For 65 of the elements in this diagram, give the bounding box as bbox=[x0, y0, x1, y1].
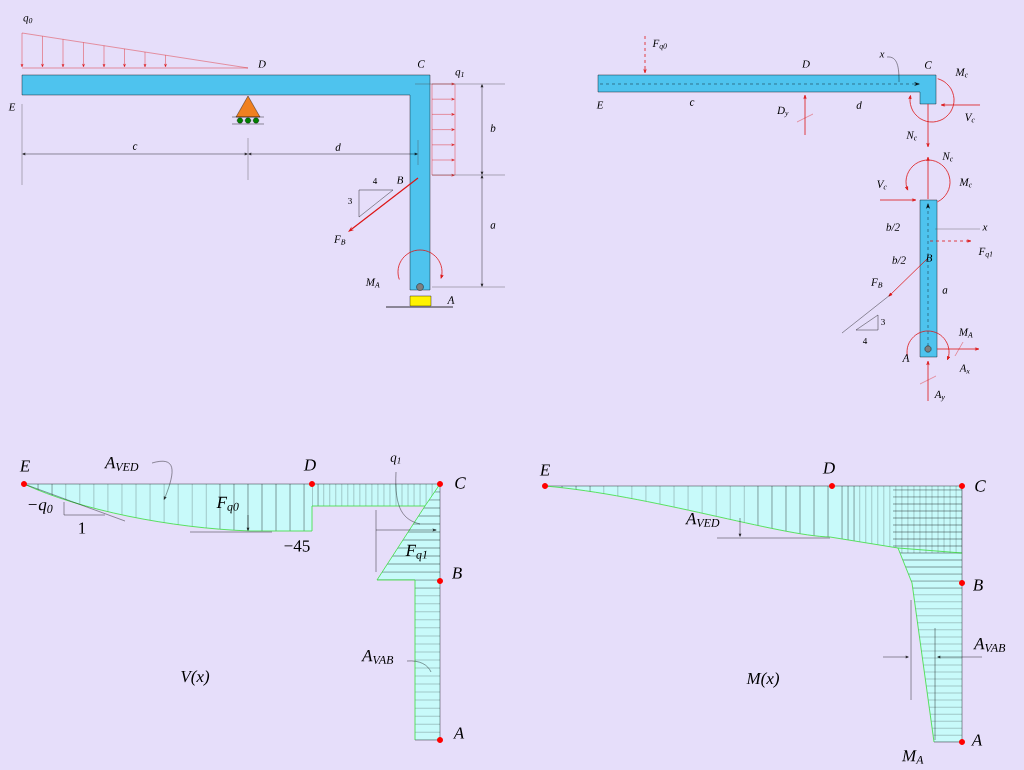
area-label: A$_{VED}$ bbox=[685, 513, 720, 527]
force-label: A$_{x}$ bbox=[959, 364, 970, 374]
point-label: C bbox=[455, 477, 466, 489]
moment-label: M$_{A}$ bbox=[958, 328, 973, 338]
point-label: E bbox=[19, 460, 30, 472]
point-label: C bbox=[417, 60, 425, 68]
area-label: A$_{VAB}$ bbox=[973, 638, 1006, 652]
point-label: A bbox=[970, 734, 983, 746]
slope-number: 4 bbox=[372, 178, 378, 184]
area-label: A$_{VAB}$ bbox=[361, 650, 394, 664]
point-label: D bbox=[257, 60, 266, 68]
force-label: D$_{y}$ bbox=[776, 106, 789, 118]
force-label: F$_{B}$ bbox=[871, 278, 883, 288]
moment-label: M$_{A}$ bbox=[901, 750, 924, 764]
dimension-label: d bbox=[335, 143, 341, 151]
slope-number: 3 bbox=[881, 319, 885, 326]
point-label: A bbox=[902, 354, 910, 362]
point-label: B bbox=[396, 176, 404, 184]
dimension-label: d bbox=[856, 101, 862, 109]
area-label: A$_{VED}$ bbox=[104, 457, 139, 471]
point-label: B bbox=[925, 254, 933, 262]
point-label: D bbox=[822, 462, 835, 474]
force-label: N$_{c}$ bbox=[906, 131, 918, 141]
force-label: F$_{q0}$ bbox=[652, 39, 667, 51]
force-label: F$_{B}$ bbox=[334, 235, 346, 245]
load-label: q$_{1}$ bbox=[455, 70, 464, 78]
slope-label: −q$_{0}$ bbox=[28, 502, 53, 514]
axis-label: x bbox=[879, 52, 885, 58]
function-label: M(x) bbox=[746, 672, 779, 688]
point-label: C bbox=[924, 61, 932, 69]
force-label: N$_{c}$ bbox=[942, 152, 954, 162]
moment-label: M$_{c}$ bbox=[959, 178, 972, 188]
function-label: V(x) bbox=[181, 670, 210, 686]
point-label: E bbox=[539, 464, 550, 476]
point-label: D bbox=[303, 459, 316, 471]
value-label: −45 bbox=[284, 540, 310, 552]
load-label: q$_{1}$ bbox=[390, 455, 401, 465]
dimension-label: b bbox=[490, 124, 496, 132]
slope-number: 4 bbox=[862, 338, 868, 344]
force-label: F$_{q0}$ bbox=[216, 496, 239, 514]
dimension-label: a bbox=[942, 288, 948, 294]
force-label: V$_{c}$ bbox=[965, 113, 975, 123]
dimension-label: b/2 bbox=[892, 256, 906, 264]
dimension-label: c bbox=[689, 100, 695, 106]
point-label: E bbox=[596, 101, 604, 109]
force-label: V$_{c}$ bbox=[877, 180, 887, 190]
point-label: A bbox=[452, 727, 465, 739]
moment-label: M$_{A}$ bbox=[365, 278, 380, 288]
point-label: E bbox=[8, 103, 16, 111]
moment-label: M$_{c}$ bbox=[955, 68, 968, 78]
slope-number: 1 bbox=[79, 522, 86, 534]
point-label: A bbox=[447, 296, 455, 304]
dimension-label: b/2 bbox=[886, 223, 900, 231]
force-label: A$_{y}$ bbox=[934, 390, 945, 402]
slope-number: 3 bbox=[348, 198, 352, 205]
point-label: D bbox=[801, 60, 810, 68]
axis-label: x bbox=[982, 225, 988, 231]
load-label: q$_{0}$ bbox=[23, 16, 33, 24]
point-label: B bbox=[451, 567, 462, 579]
force-label: F$_{q1}$ bbox=[405, 544, 427, 562]
force-label: F$_{q1}$ bbox=[978, 247, 993, 259]
dimension-label: c bbox=[132, 144, 138, 150]
point-label: C bbox=[975, 480, 986, 492]
point-label: B bbox=[973, 579, 983, 591]
dimension-label: a bbox=[490, 223, 496, 229]
